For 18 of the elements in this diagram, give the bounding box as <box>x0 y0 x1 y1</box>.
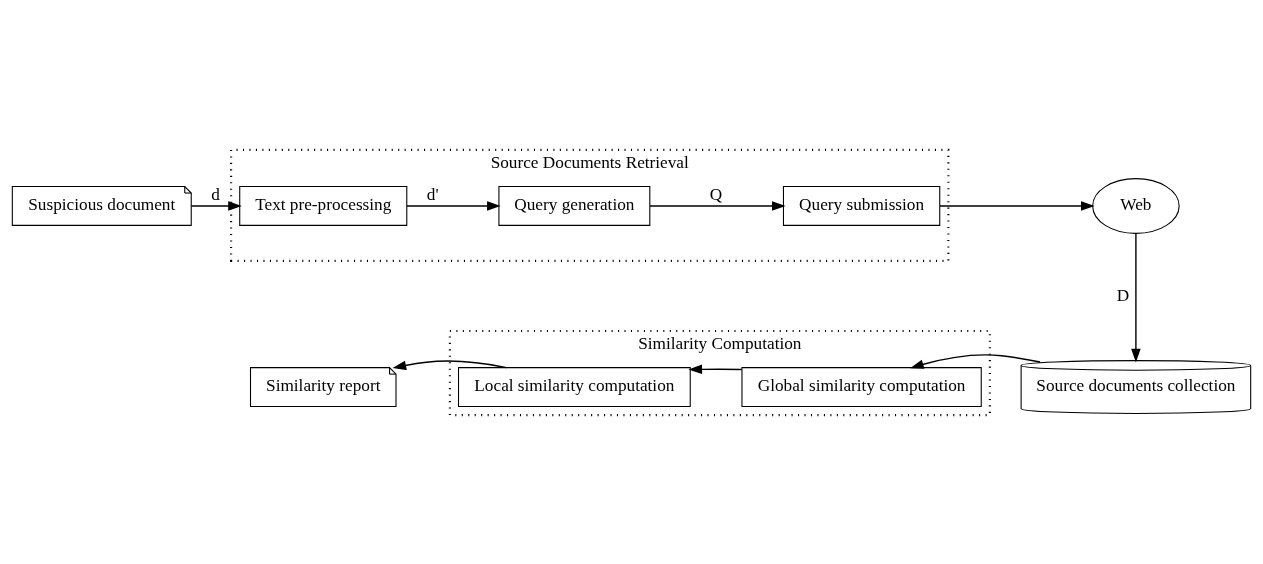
arrow <box>939 200 1095 211</box>
arrow <box>688 364 743 374</box>
arrow <box>910 353 1041 369</box>
arrow <box>1131 232 1141 362</box>
arrow <box>392 359 508 370</box>
node-box: Text pre-processing <box>239 185 408 226</box>
edge-label: d' <box>426 184 439 204</box>
node-box: Query submission <box>782 185 941 226</box>
arrow <box>649 200 786 211</box>
node-box: Local similarity computation <box>457 366 691 407</box>
arrow <box>190 200 242 211</box>
edge-label: d <box>211 184 220 204</box>
edge-label: D <box>1116 285 1130 305</box>
edge-label: Q <box>709 184 723 204</box>
arrow <box>406 200 501 211</box>
node-box: Query generation <box>498 185 651 226</box>
node-box: Global similarity computation <box>741 366 982 407</box>
node-ellipse: Web <box>1092 177 1180 234</box>
